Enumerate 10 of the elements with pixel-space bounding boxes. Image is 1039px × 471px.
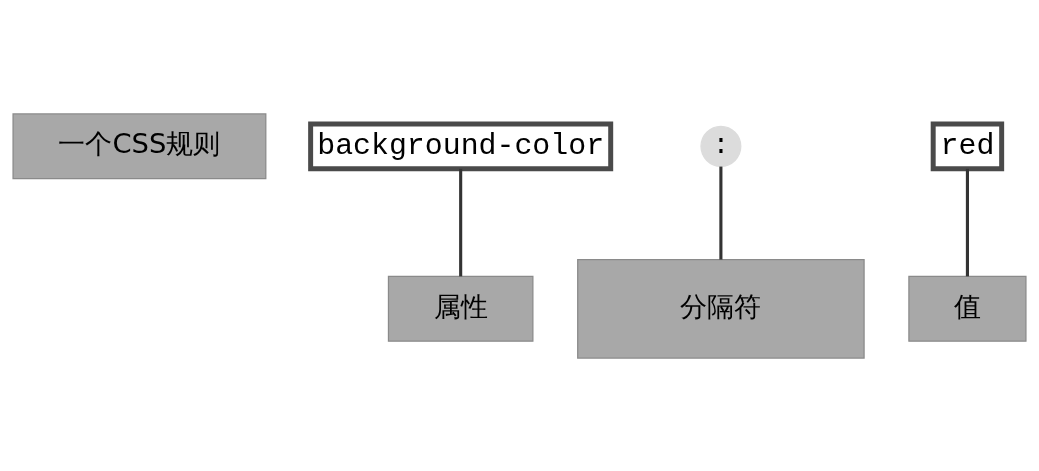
node-box: 分隔符 (577, 258, 865, 359)
node-circle: : (700, 125, 742, 167)
node-box: red (930, 120, 1005, 171)
connector (965, 168, 969, 276)
connector (719, 166, 723, 260)
node-box: 属性 (387, 275, 534, 342)
node-box: 值 (908, 275, 1027, 342)
connector (459, 168, 463, 276)
node-box: 一个CSS规则 (12, 112, 267, 179)
node-box: background-color (308, 120, 614, 171)
